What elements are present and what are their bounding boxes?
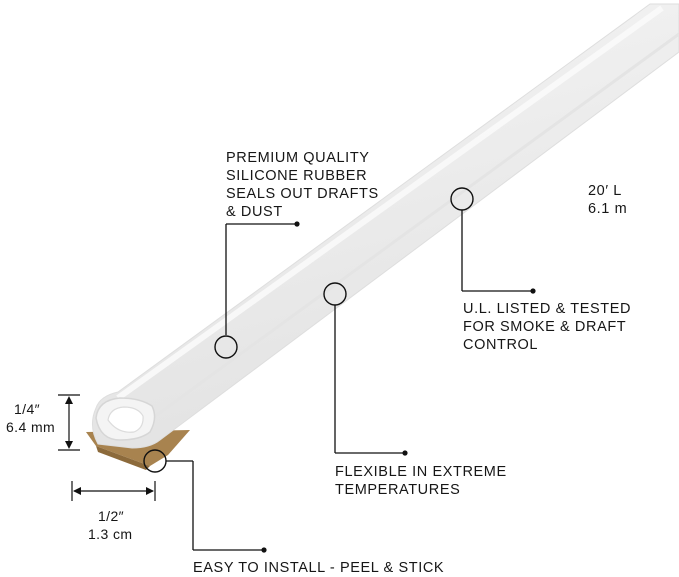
silicone-strip [92,3,679,449]
dimension-metric: 1.3 cm [88,526,133,542]
callout-line: PREMIUM QUALITY [226,150,370,166]
callout-line: 6.1 m [588,201,628,217]
callout-line: FLEXIBLE IN EXTREME [335,464,507,480]
adhesive-tape-shade [96,446,150,470]
callout-marker [143,449,167,473]
dimension-imperial: 1/4″ [14,401,41,417]
callout-marker [323,282,347,306]
callout-length: 20′ L 6.1 m [588,182,627,218]
strip-ridge [116,5,664,401]
dimension-metric: 6.4 mm [6,419,56,435]
leader-dot [530,288,536,294]
callout-marker [450,187,474,211]
callout-marker [214,335,238,359]
callout-listed: U.L. LISTED & TESTED FOR SMOKE & DRAFT C… [463,300,631,354]
arrow-down-icon [65,441,73,449]
callout-line: SEALS OUT DRAFTS [226,186,379,202]
callout-line: TEMPERATURES [335,482,461,498]
arrow-up-icon [65,396,73,404]
dimension-width: 1/2″ 1.3 cm [88,507,132,543]
callout-line: 20′ L [588,183,622,199]
callout-line: CONTROL [463,337,539,353]
callout-line: & DUST [226,204,283,220]
leader-dot [294,221,300,227]
callout-line: SILICONE RUBBER [226,168,368,184]
dimension-imperial: 1/2″ [98,508,125,524]
strip-ridge [149,32,679,422]
arrow-left-icon [73,487,81,495]
callout-install: EASY TO INSTALL - PEEL & STICK [193,559,444,577]
callout-flexible: FLEXIBLE IN EXTREME TEMPERATURES [335,463,507,499]
callout-line: EASY TO INSTALL - PEEL & STICK [193,560,445,576]
callout-line: FOR SMOKE & DRAFT [463,319,627,335]
leader-dot [402,450,408,456]
callout-line: U.L. LISTED & TESTED [463,301,632,317]
callout-material: PREMIUM QUALITY SILICONE RUBBER SEALS OU… [226,149,379,221]
strip-hollow [107,406,144,433]
dimension-height: 1/4″ 6.4 mm [6,400,55,436]
arrow-right-icon [146,487,154,495]
leader-dot [261,547,267,553]
